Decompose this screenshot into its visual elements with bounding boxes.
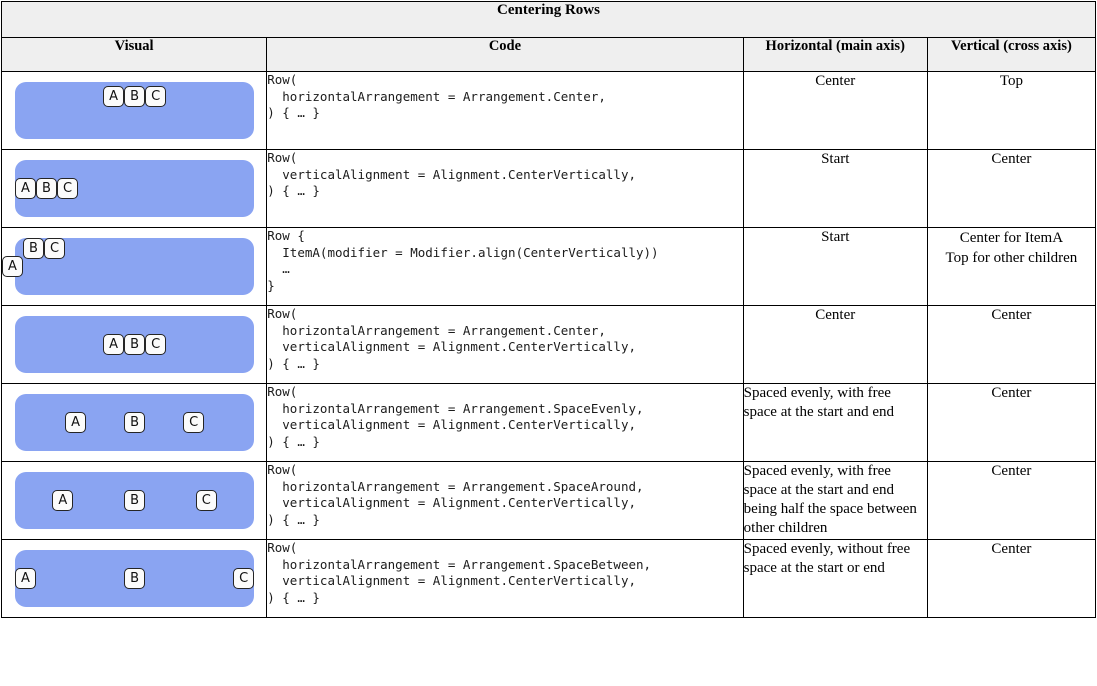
code-cell-arrangement-center: Row( horizontalArrangement = Arrangement… bbox=[266, 71, 744, 150]
chip-c: C bbox=[183, 412, 205, 433]
code-snippet: Row( horizontalArrangement = Arrangement… bbox=[267, 306, 636, 371]
row-container: A B C bbox=[15, 550, 255, 607]
chip-b: B bbox=[23, 238, 44, 259]
chip-a: A bbox=[103, 334, 125, 355]
code-cell-modifier-align-center-vertically: Row { ItemA(modifier = Modifier.align(Ce… bbox=[266, 227, 744, 306]
chip-a: A bbox=[2, 256, 23, 277]
horizontal-value-center-both-axes: Center bbox=[742, 305, 928, 384]
horizontal-value-space-between: Spaced evenly, without free space at the… bbox=[742, 539, 928, 618]
row-container: A B C bbox=[15, 394, 255, 451]
chip-row: A B C bbox=[27, 472, 242, 529]
visual-cell-space-evenly: A B C bbox=[0, 383, 268, 462]
horizontal-value-alignment-center-vertically: Start bbox=[742, 149, 928, 228]
vertical-value-center-both-axes: Center bbox=[926, 305, 1097, 384]
chip-c: C bbox=[145, 86, 167, 107]
chip-b: B bbox=[124, 490, 146, 511]
table-row: A B C Row( horizontalArrangement = Arrangem… bbox=[0, 383, 1097, 462]
chip-a: A bbox=[15, 568, 36, 589]
vertical-value-line: Top for other children bbox=[945, 250, 1078, 266]
code-cell-space-between: Row( horizontalArrangement = Arrangement… bbox=[266, 539, 744, 618]
chip-row: A B C bbox=[27, 394, 242, 451]
vertical-value-space-around: Center bbox=[926, 461, 1097, 540]
vertical-value-modifier-align-center-vertically: Center for ItemA Top for other children bbox=[926, 227, 1097, 306]
table-row: A B C Row( horizontalArrangement = Arrangem… bbox=[0, 461, 1097, 540]
centering-rows-table: Centering Rows Visual Code Horizontal (m… bbox=[0, 1, 1097, 618]
column-header-horizontal: Horizontal (main axis) bbox=[742, 37, 928, 72]
horizontal-value-arrangement-center: Center bbox=[742, 71, 928, 150]
chip-b: B bbox=[124, 568, 146, 589]
chip-c: C bbox=[195, 490, 217, 511]
chip-a: A bbox=[15, 178, 36, 199]
visual-cell-space-between: A B C bbox=[0, 539, 268, 618]
code-snippet: Row { ItemA(modifier = Modifier.align(Ce… bbox=[267, 228, 659, 293]
chip-a: A bbox=[65, 412, 87, 433]
chip-a: A bbox=[52, 490, 74, 511]
horizontal-value-modifier-align-center-vertically: Start bbox=[742, 227, 928, 306]
code-cell-center-both-axes: Row( horizontalArrangement = Arrangement… bbox=[266, 305, 744, 384]
vertical-value-line: Center for ItemA bbox=[959, 230, 1064, 246]
row-container: A B C bbox=[15, 472, 255, 529]
vertical-value-alignment-center-vertically: Center bbox=[926, 149, 1097, 228]
column-header-visual: Visual bbox=[0, 37, 268, 72]
vertical-value-space-evenly: Center bbox=[926, 383, 1097, 462]
code-snippet: Row( horizontalArrangement = Arrangement… bbox=[267, 384, 644, 449]
visual-cell-space-around: A B C bbox=[0, 461, 268, 540]
chip-b: B bbox=[36, 178, 57, 199]
code-snippet: Row( verticalAlignment = Alignment.Cente… bbox=[267, 150, 636, 198]
code-cell-space-around: Row( horizontalArrangement = Arrangement… bbox=[266, 461, 744, 540]
horizontal-value-space-evenly: Spaced evenly, with free space at the st… bbox=[742, 383, 928, 462]
chip-c: C bbox=[145, 334, 167, 355]
column-header-code: Code bbox=[266, 37, 744, 72]
table-title-row: Centering Rows bbox=[1, 1, 1096, 38]
chip-b: B bbox=[124, 334, 146, 355]
vertical-value-space-between: Center bbox=[926, 539, 1097, 618]
chip-b: B bbox=[124, 86, 146, 107]
chip-row: A B C bbox=[15, 550, 255, 607]
table-header-row: Visual Code Horizontal (main axis) Verti… bbox=[0, 37, 1097, 72]
vertical-value-arrangement-center: Top bbox=[926, 71, 1097, 150]
chip-c: C bbox=[233, 568, 255, 589]
code-cell-alignment-center-vertically: Row( verticalAlignment = Alignment.Cente… bbox=[266, 149, 744, 228]
table-title: Centering Rows bbox=[1, 1, 1096, 38]
code-snippet: Row( horizontalArrangement = Arrangement… bbox=[267, 462, 644, 527]
visual-demo: A B C bbox=[15, 394, 255, 451]
code-cell-space-evenly: Row( horizontalArrangement = Arrangement… bbox=[266, 383, 744, 462]
horizontal-value-space-around: Spaced evenly, with free space at the st… bbox=[742, 461, 928, 540]
code-snippet: Row( horizontalArrangement = Arrangement… bbox=[267, 72, 606, 120]
table-row: A B C Row( horizontalArrangement = Arrangem… bbox=[0, 539, 1097, 618]
column-header-vertical: Vertical (cross axis) bbox=[926, 37, 1097, 72]
chip-c: C bbox=[44, 238, 65, 259]
visual-demo: A B C bbox=[15, 472, 255, 529]
chip-b: B bbox=[124, 412, 146, 433]
chip-a: A bbox=[103, 86, 125, 107]
visual-demo: A B C bbox=[15, 550, 255, 607]
code-snippet: Row( horizontalArrangement = Arrangement… bbox=[267, 540, 652, 605]
chip-c: C bbox=[57, 178, 78, 199]
